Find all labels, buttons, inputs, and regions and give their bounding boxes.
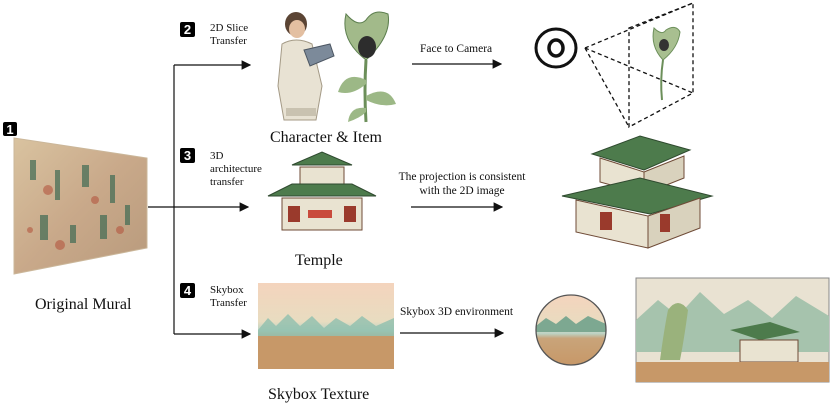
camera-eye-icon: [534, 27, 578, 69]
step-badge-4: 4: [180, 283, 195, 298]
camera-frustum: [584, 2, 694, 129]
branch-title-2d-slice: 2D Slice Transfer: [210, 22, 249, 47]
branch-connectors: [148, 60, 252, 339]
temple-illustration: [267, 151, 377, 231]
arrow-label-skybox: Skybox 3D environment: [400, 306, 514, 318]
arrow-label-face-to-camera: Face to Camera: [420, 43, 493, 55]
step-badge-1: 1: [3, 122, 17, 137]
caption-temple: Temple: [295, 252, 343, 269]
item-illustration: [338, 11, 396, 123]
temple-3d-render: [561, 135, 714, 249]
character-illustration: [277, 12, 335, 121]
plant-billboard: [652, 26, 681, 101]
caption-character-item: Character & Item: [270, 129, 382, 146]
step-badge-2: 2: [180, 22, 195, 37]
caption-original-mural: Original Mural: [35, 296, 132, 313]
branch-title-skybox: Skybox Transfer: [210, 284, 247, 309]
sky-sphere: [536, 295, 606, 365]
skybox-texture: [258, 283, 394, 369]
caption-skybox-texture: Skybox Texture: [268, 386, 370, 403]
step-badge-3: 3: [180, 148, 195, 163]
branch-title-3d-architecture: 3D architecture transfer: [210, 150, 262, 188]
skybox-environment-render: [635, 277, 830, 383]
mural-image: [13, 137, 148, 275]
arrow-label-projection: The projection is consistent with the 2D…: [398, 171, 526, 197]
